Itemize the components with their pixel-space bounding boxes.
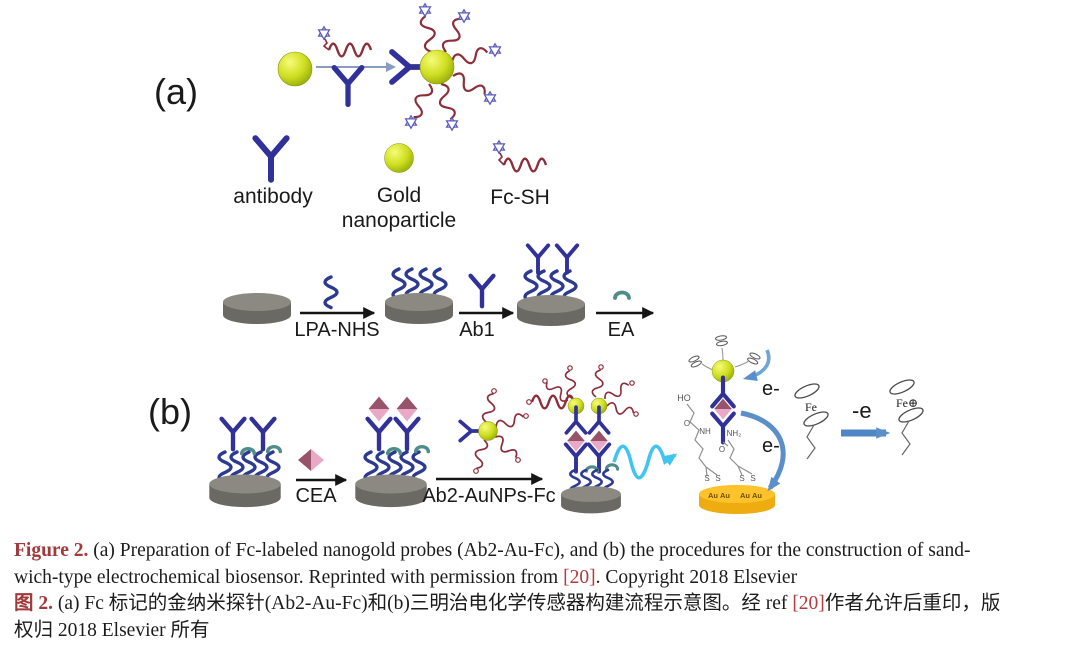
legend-antibody-label: antibody (233, 185, 313, 208)
legend-gold-label-1: Gold (377, 184, 421, 207)
caption-line-en-1: Figure 2. (a) Preparation of Fc-labeled … (14, 538, 1066, 565)
s-label: S (715, 474, 720, 483)
caption-line-zh-1: 图 2. (a) Fc 标记的金纳米探针(Ab2-Au-Fc)和(b)三明治电化… (14, 591, 1066, 618)
panel-b: (b) CEA Ab2-AuNPs-F (148, 334, 926, 514)
caption-line-en-2: wich-type electrochemical biosensor. Rep… (14, 565, 1066, 592)
ferrocene-oxidation: Fe -e Fe⊕ (792, 376, 926, 460)
s-label: S (750, 474, 755, 483)
electron-arrow-top (742, 349, 771, 382)
cea-antigen-icon (298, 449, 324, 471)
legend: antibody Gold nanoparticle Fc-SH (233, 138, 550, 232)
panel-b-label: (b) (148, 391, 192, 432)
caption-zh-text-3: 权归 2018 Elsevier 所有 (14, 619, 210, 641)
ferrocene-ring-icon (714, 334, 729, 347)
figure-diagram: (a) (148, 3, 926, 514)
nh-label: NH (699, 427, 711, 436)
panel-a-label: (a) (154, 71, 198, 112)
gold-nanoparticle-icon (384, 143, 414, 173)
antibody-icon (255, 138, 286, 180)
ferrocene-structure (792, 380, 831, 460)
fc-gold-probe-product (392, 3, 502, 131)
figure-number-label-zh: 图 2. (14, 593, 54, 614)
fe-oxidized-label: Fe⊕ (896, 396, 918, 410)
caption-line-zh-2: 权归 2018 Elsevier 所有 (14, 618, 1066, 645)
citation-ref-link-zh[interactable]: [20] (792, 593, 825, 614)
electron-transfer-detail: HO O NH NH₂ O S S S S Au Au Au Au e- e- (677, 334, 786, 514)
lpa-chain-icon (323, 275, 339, 310)
blocked-immunosensor (209, 419, 283, 508)
biosensor-scheme-svg: (a) (148, 3, 926, 514)
nh2-label: NH₂ (727, 429, 742, 438)
caption-en-text-3: . Copyright 2018 Elsevier (595, 566, 798, 588)
electrode-disk (223, 293, 291, 324)
gold-nanoparticle-icon (277, 51, 313, 87)
au-label: Au (740, 491, 750, 500)
electron-label-bottom: e- (762, 435, 780, 457)
step-label-cea: CEA (295, 485, 337, 507)
figure-caption: Figure 2. (a) Preparation of Fc-labeled … (0, 534, 1080, 644)
cea-captured-sensor (355, 396, 431, 508)
electrode-with-ab1 (517, 243, 585, 326)
caption-zh-text-1: (a) Fc 标记的金纳米探针(Ab2-Au-Fc)和(b)三明治电化学传感器构… (53, 593, 793, 614)
electrode-modification-row: LPA-NHS Ab1 EA (223, 243, 655, 341)
electrode-with-lpa (385, 267, 453, 324)
au-label: Au (720, 491, 730, 500)
antibody-icon (334, 68, 362, 105)
o-label: O (684, 419, 690, 428)
au-label: Au (752, 491, 762, 500)
figure-number-label: Figure 2. (14, 540, 89, 561)
s-label: S (739, 474, 744, 483)
step-label-ea: EA (608, 319, 635, 341)
signal-wave-arrow (612, 444, 678, 480)
s-label: S (704, 474, 709, 483)
legend-fcsh-label: Fc-SH (490, 186, 550, 209)
ab2-aunps-fc-probe (458, 388, 529, 474)
citation-ref-link[interactable]: [20] (563, 566, 596, 588)
minus-e-label: -e (852, 398, 872, 423)
electron-label-top: e- (762, 378, 780, 400)
au-label: Au (708, 491, 718, 500)
step-label-lpa-nhs: LPA-NHS (294, 319, 379, 341)
fc-sh-icon (317, 26, 373, 58)
step-label-ab1: Ab1 (459, 319, 495, 341)
ferrocene-structure-oxidized (887, 376, 926, 456)
caption-en-text-2: wich-type electrochemical biosensor. Rep… (14, 566, 564, 588)
ho-label: HO (677, 393, 691, 403)
fe-label: Fe (805, 400, 817, 414)
sandwich-assembly (526, 364, 639, 514)
ea-blocker-icon (613, 290, 631, 300)
legend-gold-label-2: nanoparticle (342, 209, 456, 232)
antibody-icon (471, 276, 494, 306)
ferrocene-ring-icon (746, 351, 762, 366)
panel-a: (a) (154, 3, 550, 232)
fc-sh-icon (492, 140, 548, 173)
electron-arrow-bottom (740, 410, 786, 492)
caption-zh-text-2: 作者允许后重印，版 (824, 593, 1001, 614)
o-label: O (719, 445, 725, 454)
ferrocene-ring-icon (687, 354, 703, 369)
step-label-ab2-aunps-fc: Ab2-AuNPs-Fc (422, 485, 555, 507)
caption-en-text-1: (a) Preparation of Fc-labeled nanogold p… (88, 540, 971, 561)
